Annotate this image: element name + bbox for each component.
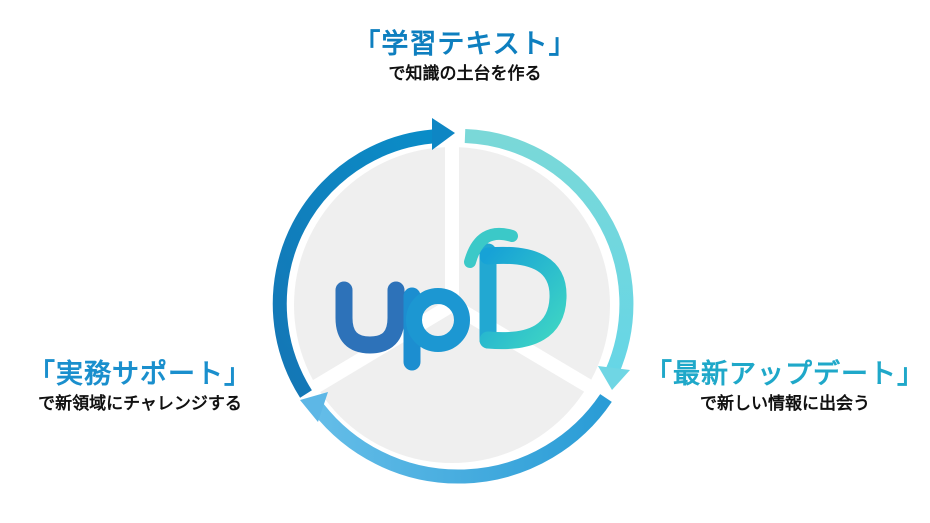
upd-logo — [335, 227, 567, 371]
step-subtitle: で新しい情報に出会う — [700, 394, 870, 414]
logo-letter-d — [464, 227, 567, 350]
cycle-step-learning: 「学習テキスト」 で知識の土台を作る — [315, 28, 615, 86]
cycle-step-updates: 「最新アップデート」 で新しい情報に出会う — [640, 358, 930, 416]
arrowhead-right — [598, 366, 630, 390]
logo-letter-u — [335, 281, 405, 354]
step-title: 「実務サポート」 — [28, 359, 252, 390]
arc-arrow-left — [272, 129, 441, 398]
arc-arrow-bottom — [312, 394, 612, 484]
arc-arrow-right — [464, 129, 634, 375]
step-title: 「学習テキスト」 — [353, 29, 577, 60]
step-title: 「最新アップデート」 — [645, 359, 925, 390]
step-subtitle: で新領域にチャレンジする — [38, 394, 242, 414]
step-subtitle: で知識の土台を作る — [388, 64, 542, 84]
arrowhead-bottom — [300, 392, 328, 422]
cycle-step-support: 「実務サポート」 で新領域にチャレンジする — [5, 358, 275, 416]
logo-letter-p — [403, 287, 470, 371]
arrowhead-left — [432, 118, 455, 150]
